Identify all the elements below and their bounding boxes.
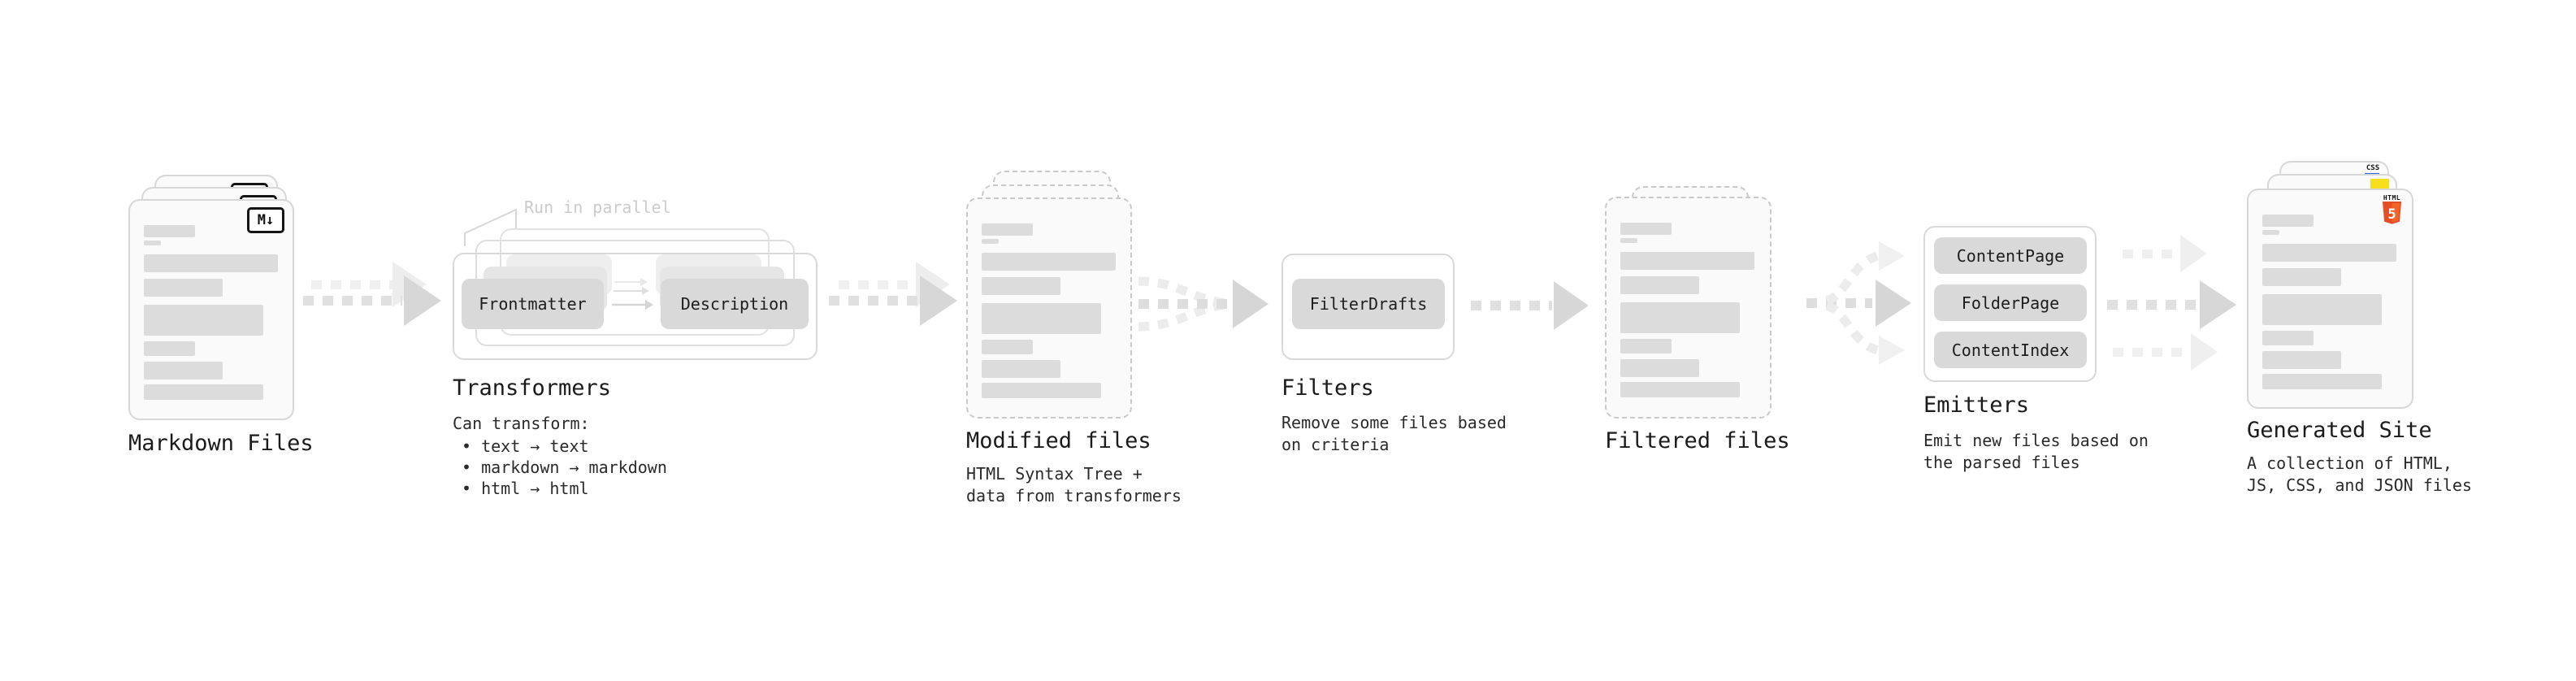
transformers-bullet-2: • markdown → markdown	[462, 458, 667, 477]
css-icon-label: CSS	[2366, 164, 2380, 172]
file-content-placeholder	[982, 223, 1116, 398]
emitters-desc-1: Emit new files based on	[1923, 431, 2149, 450]
html5-icon-label: HTML	[2383, 194, 2401, 202]
text-line-placeholder	[1620, 359, 1699, 377]
file-content-placeholder	[1620, 223, 1754, 397]
emitters-desc-2: the parsed files	[1923, 453, 2080, 472]
html5-shield: 5	[2383, 202, 2401, 224]
text-line-placeholder	[144, 384, 263, 400]
emit-arrowhead-top	[2180, 235, 2207, 272]
text-line-placeholder	[1620, 339, 1672, 354]
transformers-bullet-3: • html → html	[462, 479, 589, 498]
text-line-placeholder	[982, 253, 1116, 271]
text-line-placeholder	[1620, 302, 1740, 333]
emitters-title: Emitters	[1923, 393, 2030, 418]
flow-arrow	[1471, 301, 1552, 310]
emit-arrow-bottom	[2113, 348, 2190, 357]
emit-arrowhead-bottom	[2191, 333, 2218, 371]
folderpage-pill: FolderPage	[1934, 284, 2087, 321]
flow-arrowhead	[920, 275, 957, 326]
contentindex-pill: ContentIndex	[1934, 332, 2087, 368]
file-content-placeholder	[2262, 215, 2396, 389]
markdown-file-card: M↓	[128, 199, 294, 420]
merge-arrow	[1138, 276, 1268, 332]
transformers-title: Transformers	[453, 375, 612, 401]
text-line-placeholder	[982, 277, 1060, 295]
generated-site-desc-2: JS, CSS, and JSON files	[2247, 475, 2472, 495]
description-pill: Description	[661, 279, 809, 329]
text-line-placeholder	[2262, 351, 2341, 369]
text-line-placeholder	[1620, 276, 1699, 294]
svg-text:5: 5	[2387, 206, 2396, 223]
text-line-placeholder	[144, 241, 161, 245]
markdown-icon: M↓	[247, 207, 284, 233]
text-line-placeholder	[1620, 223, 1672, 235]
filters-desc-2: on criteria	[1281, 435, 1390, 454]
markdown-files-label: Markdown Files	[128, 431, 314, 456]
modified-files-desc-2: data from transformers	[966, 486, 1182, 505]
text-line-placeholder	[982, 303, 1101, 334]
transformers-bullet-1: • text → text	[462, 436, 589, 456]
text-line-placeholder	[144, 279, 223, 297]
transformers-desc-heading: Can transform:	[453, 414, 590, 433]
filters-desc-1: Remove some files based	[1281, 413, 1507, 432]
text-line-placeholder	[2262, 294, 2382, 325]
flow-arrow	[303, 296, 402, 306]
flow-arrow	[829, 296, 918, 306]
emit-arrowhead-mid	[2200, 280, 2236, 329]
filters-title: Filters	[1281, 375, 1374, 401]
contentpage-pill: ContentPage	[1934, 237, 2087, 274]
text-line-placeholder	[982, 383, 1101, 398]
filterdrafts-pill: FilterDrafts	[1292, 279, 1445, 329]
flow-arrowhead	[1554, 281, 1589, 330]
text-line-placeholder	[2262, 244, 2396, 262]
emit-arrow-top	[2123, 249, 2179, 258]
text-line-placeholder	[144, 225, 195, 237]
flow-arrow-faint	[311, 280, 392, 289]
emit-arrow-mid	[2107, 300, 2198, 310]
run-in-parallel-note: Run in parallel	[524, 197, 671, 217]
generated-file-card: HTML 5	[2247, 189, 2413, 409]
generated-site-label: Generated Site	[2247, 418, 2432, 443]
modified-files-desc-1: HTML Syntax Tree +	[966, 464, 1143, 484]
text-line-placeholder	[2262, 268, 2341, 286]
js-icon	[2370, 179, 2389, 189]
text-line-placeholder	[144, 341, 195, 356]
text-line-placeholder	[2262, 215, 2314, 227]
text-line-placeholder	[2262, 331, 2314, 345]
flow-arrow-faint	[839, 280, 916, 289]
generated-site-desc-1: A collection of HTML,	[2247, 453, 2452, 473]
text-line-placeholder	[144, 362, 223, 380]
transform-mini-arrows	[612, 278, 653, 310]
text-line-placeholder	[982, 340, 1033, 354]
filtered-file-card	[1605, 197, 1772, 419]
transformer-layer	[453, 253, 817, 360]
modified-file-card	[966, 197, 1132, 419]
text-line-placeholder	[1620, 238, 1637, 243]
text-line-placeholder	[1620, 252, 1754, 270]
modified-files-label: Modified files	[966, 428, 1151, 453]
file-content-placeholder	[144, 225, 278, 400]
text-line-placeholder	[982, 239, 999, 244]
filtered-files-label: Filtered files	[1605, 428, 1790, 453]
fanout-arrow	[1806, 241, 1911, 365]
html5-icon: HTML 5	[2382, 194, 2402, 228]
flow-arrowhead	[404, 275, 441, 326]
text-line-placeholder	[1620, 382, 1740, 397]
text-line-placeholder	[982, 223, 1033, 236]
frontmatter-pill: Frontmatter	[462, 279, 604, 329]
text-line-placeholder	[144, 254, 278, 272]
text-line-placeholder	[2262, 374, 2382, 389]
text-line-placeholder	[144, 305, 263, 336]
text-line-placeholder	[2262, 230, 2279, 235]
parallel-leader-line	[464, 208, 517, 246]
text-line-placeholder	[982, 360, 1060, 378]
